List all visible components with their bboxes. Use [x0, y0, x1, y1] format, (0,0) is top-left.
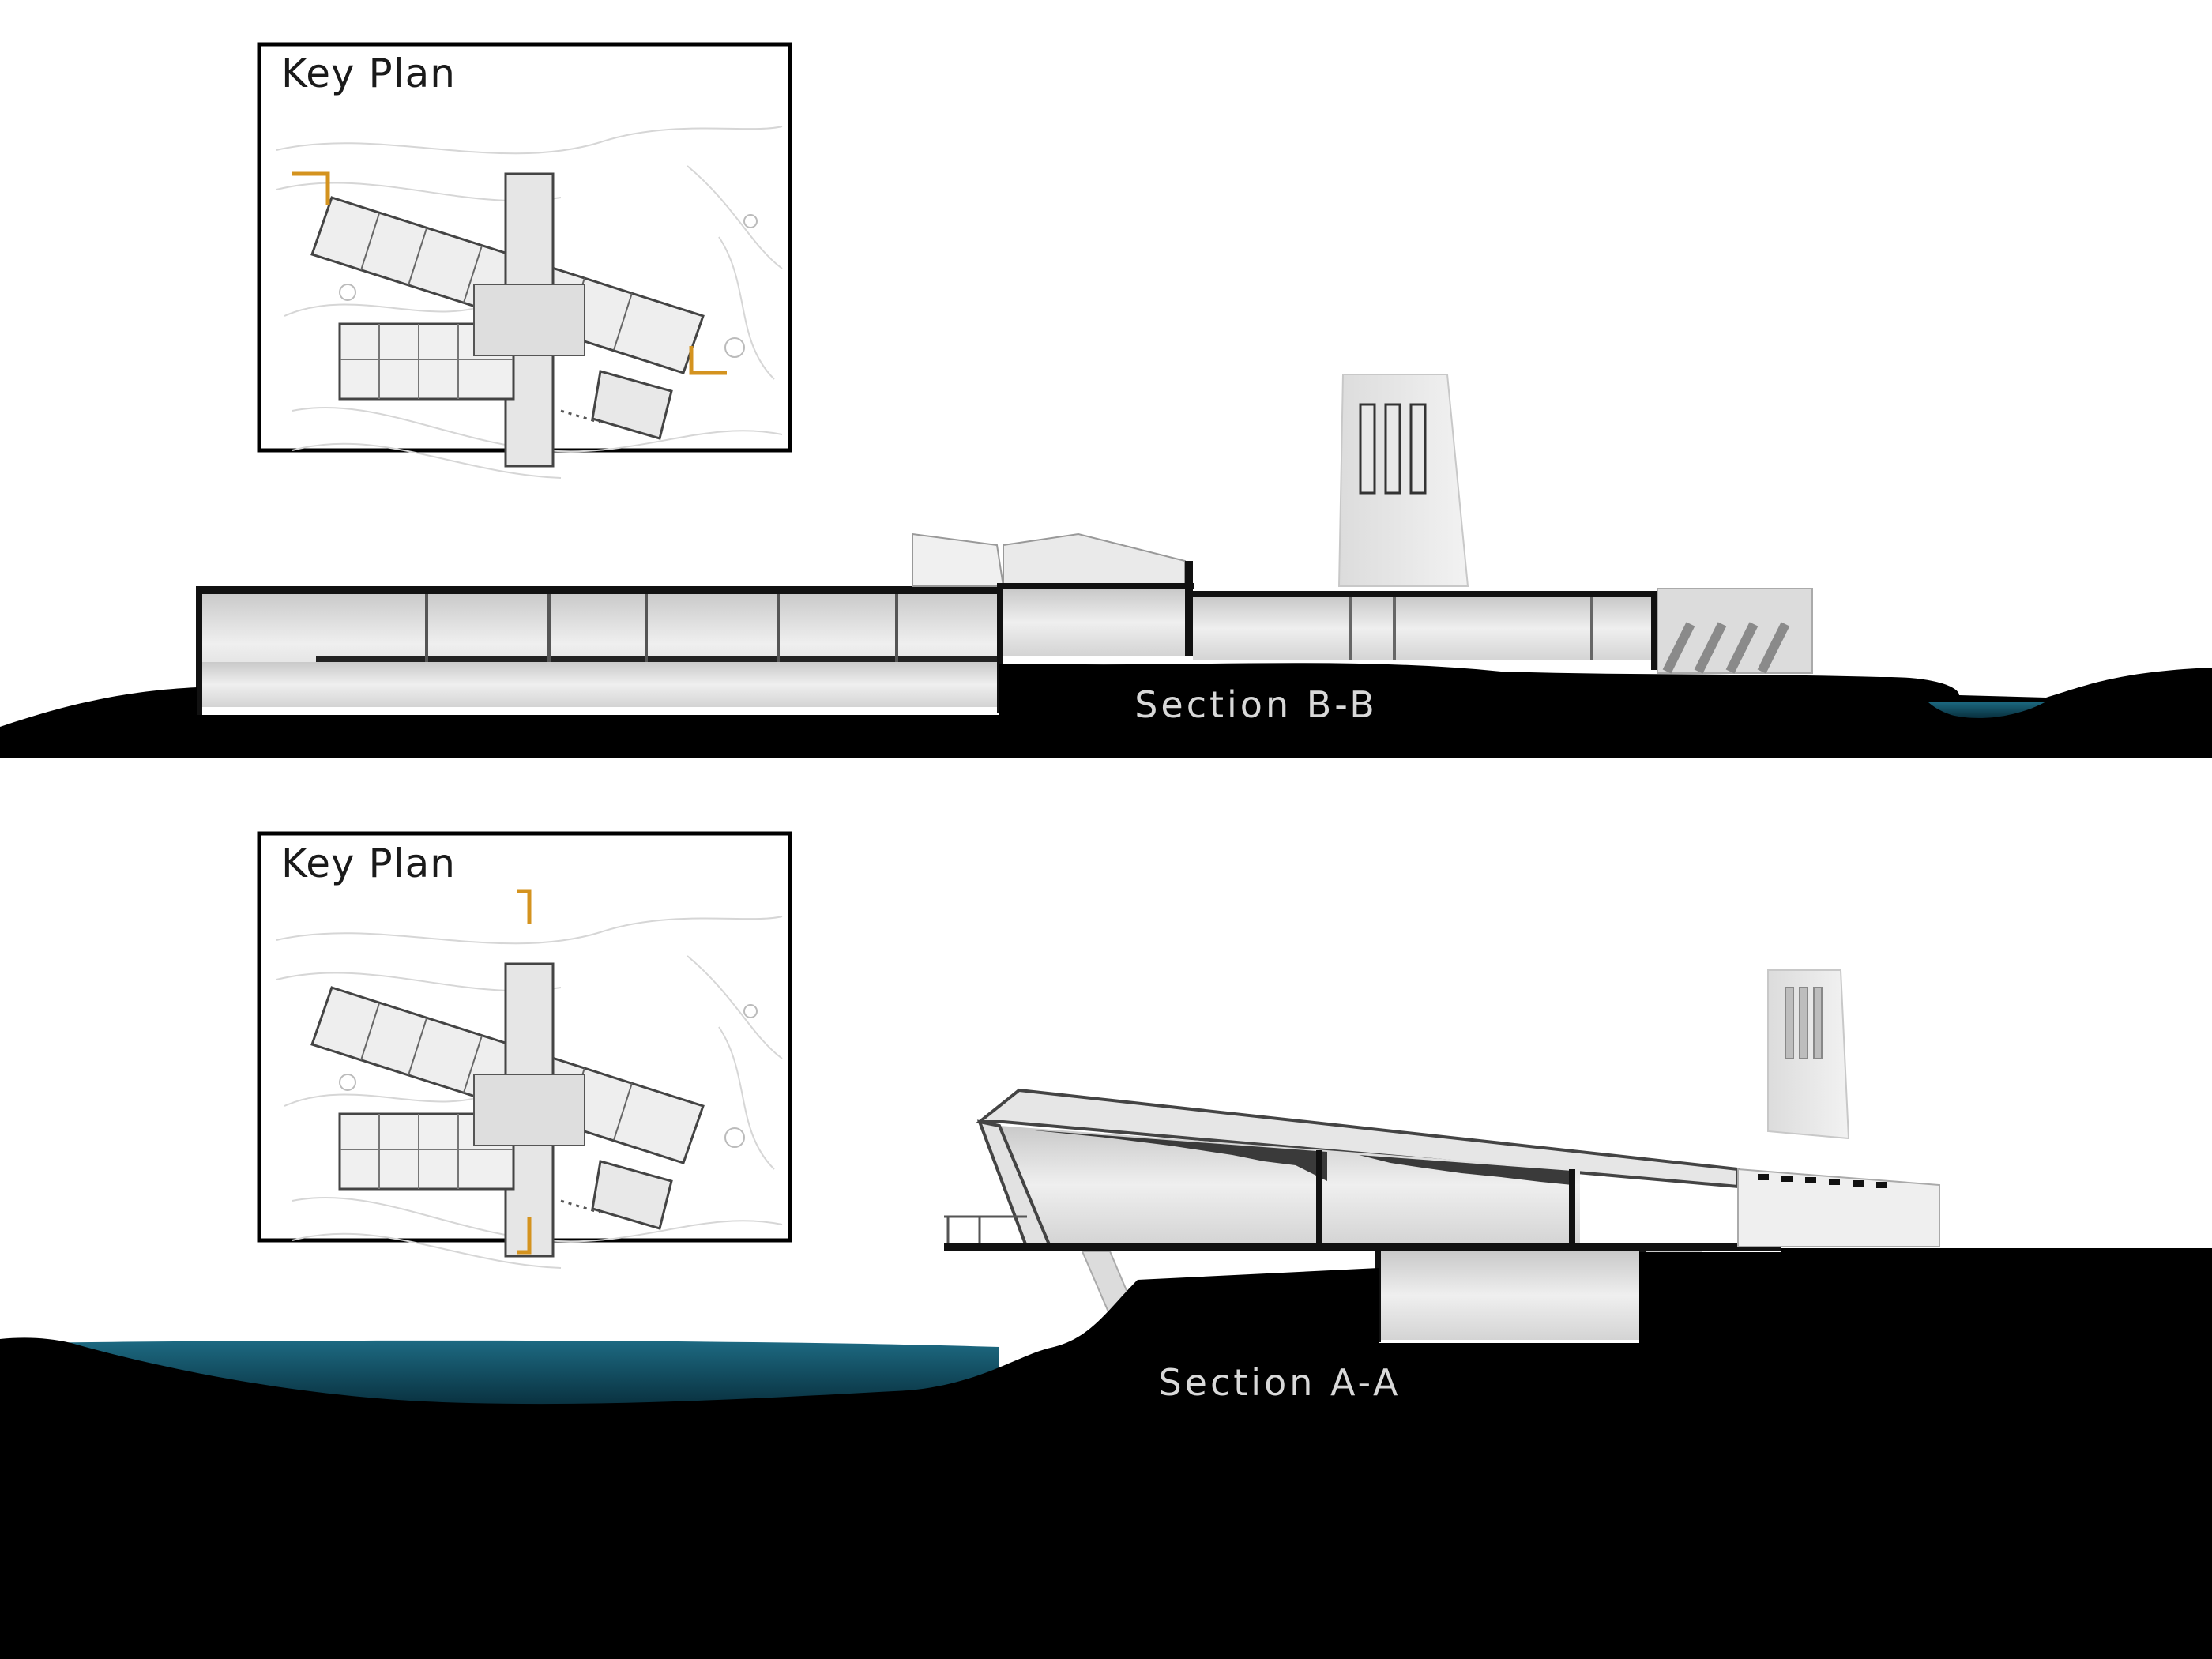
top-panel: Key Plan	[0, 42, 2212, 758]
key-plan-frame-bottom: Key Plan	[257, 831, 792, 1270]
ground-section-b-b	[0, 663, 2212, 758]
bell-tower	[1337, 374, 1469, 587]
ground-section-a-a	[0, 1248, 2212, 1659]
cut-line-marker-b	[292, 171, 727, 375]
key-plan-frame-top: Key Plan	[257, 42, 792, 480]
section-title-b-b: Section B-B	[1134, 683, 1378, 726]
cut-line-marker-a	[517, 889, 532, 1255]
floor-slab	[944, 1243, 1781, 1251]
key-plan-title: Key Plan	[281, 51, 456, 96]
key-plan-drawing	[275, 889, 784, 1270]
bottom-panel: Key Plan	[0, 831, 2212, 1659]
section-b-b-building	[196, 374, 1813, 720]
section-title-a-a: Section A-A	[1158, 1361, 1401, 1404]
key-plan-drawing	[275, 125, 784, 480]
main-hall-interior	[999, 1126, 1580, 1244]
key-plan-title: Key Plan	[281, 841, 456, 886]
water-section-b-b	[1928, 702, 2046, 718]
